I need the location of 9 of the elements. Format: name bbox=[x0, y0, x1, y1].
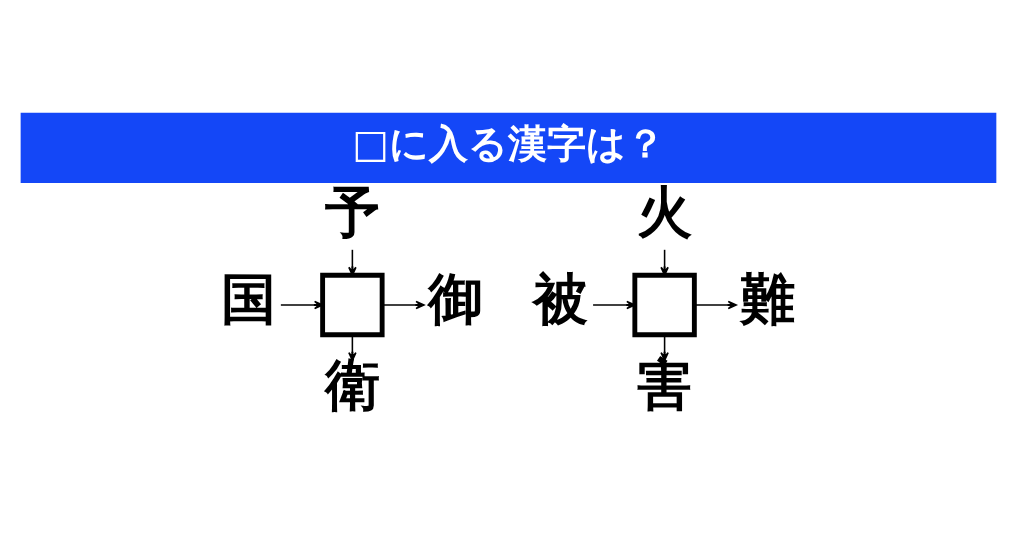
node-text: 衛 bbox=[324, 352, 380, 417]
node-text: 御 bbox=[427, 266, 483, 330]
node-text: 難 bbox=[740, 266, 796, 330]
diagram-title: □に入る漢字は？ bbox=[351, 120, 665, 166]
node-text: 被 bbox=[533, 266, 589, 330]
node-text: 火 bbox=[636, 179, 692, 244]
node-text: 国 bbox=[221, 266, 277, 330]
node-text: 予 bbox=[324, 179, 380, 244]
node-text: 害 bbox=[636, 352, 692, 417]
